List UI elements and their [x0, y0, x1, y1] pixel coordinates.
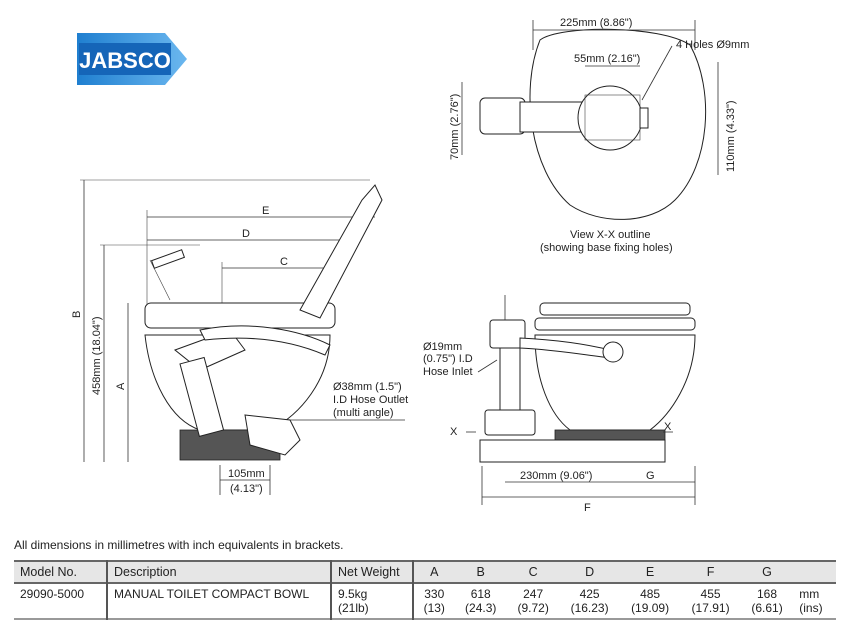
- col-c: C: [528, 565, 538, 579]
- value-g: 168(6.61): [751, 587, 783, 615]
- value-b: 618(24.3): [465, 587, 497, 615]
- col-model: Model No.: [20, 565, 77, 579]
- col-d: D: [585, 565, 595, 579]
- section-x-right: X: [664, 421, 672, 433]
- dim-e: E: [262, 205, 269, 217]
- top-view-outline: [461, 20, 719, 220]
- spec-table: Model No. Description Net Weight A B C D…: [14, 560, 836, 620]
- inlet-label-1: Ø19mm: [423, 341, 462, 353]
- dim-a: A: [115, 382, 127, 390]
- dim-b: B: [71, 311, 83, 318]
- value-d: 425(16.23): [570, 587, 609, 615]
- dim-c: C: [280, 256, 288, 268]
- units: mm(ins): [799, 587, 823, 615]
- description: MANUAL TOILET COMPACT BOWL: [106, 583, 331, 619]
- col-g: G: [762, 565, 772, 579]
- dimensions-note: All dimensions in millimetres with inch …: [14, 538, 344, 552]
- right-dim: 110mm (4.33"): [725, 100, 737, 172]
- dim-g: G: [646, 470, 655, 482]
- top-caption-1: View X-X outline: [570, 229, 651, 241]
- dim-f: F: [584, 502, 591, 514]
- outlet-label-2: I.D Hose Outlet: [333, 394, 408, 406]
- outlet-label-3: (multi angle): [333, 407, 394, 419]
- net-weight: 9.5kg(21lb): [330, 583, 413, 619]
- value-f: 455(17.91): [691, 587, 730, 615]
- value-e: 485(19.09): [631, 587, 670, 615]
- holes-label: 4 Holes Ø9mm: [676, 39, 749, 51]
- model-number: 29090-5000: [20, 587, 85, 601]
- top-width-dim: 225mm (8.86"): [560, 17, 632, 29]
- table-row: 29090-5000 MANUAL TOILET COMPACT BOWL 9.…: [14, 583, 836, 619]
- inlet-label-2: (0.75") I.D: [423, 353, 473, 365]
- outlet-label-1: Ø38mm (1.5"): [333, 381, 402, 393]
- toilet-dimension-drawing: 225mm (8.86") 4 Holes Ø9mm 55mm (2.16") …: [71, 17, 749, 514]
- value-c: 247(9.72): [517, 587, 549, 615]
- value-a: 330(13): [412, 583, 455, 619]
- svg-text:JABSCO: JABSCO: [79, 48, 171, 73]
- front-view-drawing: [466, 295, 696, 505]
- dim-d: D: [242, 228, 250, 240]
- height-dim: 458mm (18.04"): [91, 317, 103, 396]
- inner-dim: 55mm (2.16"): [574, 53, 640, 65]
- base-dim-1: 105mm: [228, 468, 265, 480]
- base-dim-2: (4.13"): [230, 483, 263, 495]
- front-base-dim: 230mm (9.06"): [520, 470, 592, 482]
- col-f: F: [706, 565, 715, 579]
- section-x-left: X: [450, 426, 458, 438]
- col-weight: Net Weight: [330, 561, 413, 583]
- jabsco-logo: JABSCO: [77, 33, 187, 85]
- left-dim: 70mm (2.76"): [449, 94, 461, 160]
- col-a: A: [412, 561, 455, 583]
- col-e: E: [645, 565, 655, 579]
- side-view-drawing: [80, 179, 405, 495]
- col-description: Description: [106, 561, 331, 583]
- inlet-label-3: Hose Inlet: [423, 366, 473, 378]
- table-header-row: Model No. Description Net Weight A B C D…: [14, 561, 836, 583]
- col-b: B: [476, 565, 485, 579]
- top-caption-2: (showing base fixing holes): [540, 242, 673, 254]
- col-unit: [793, 561, 836, 583]
